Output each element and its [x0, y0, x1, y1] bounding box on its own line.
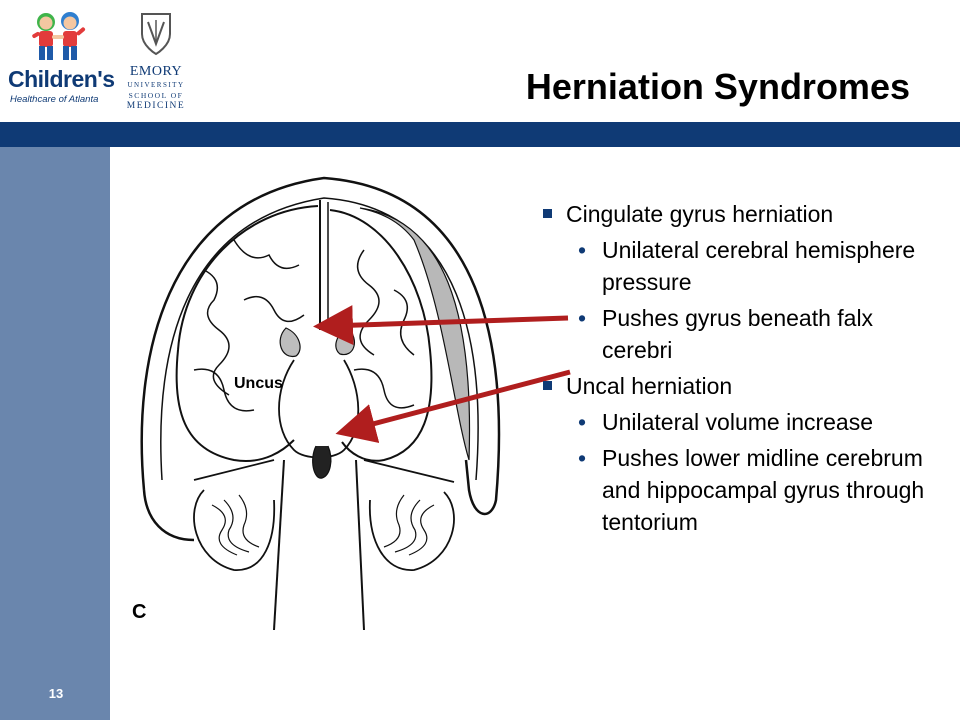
dot-bullet-icon: •	[578, 409, 587, 435]
bullet-list: Cingulate gyrus herniation • Unilateral …	[540, 198, 940, 542]
square-bullet-icon	[543, 209, 552, 218]
sub-bullet-text: Pushes lower midline cerebrum and hippoc…	[602, 445, 925, 535]
emory-shield-icon	[141, 13, 171, 56]
sub-bullet: • Pushes gyrus beneath falx cerebri	[540, 302, 940, 366]
bullet-text: Cingulate gyrus herniation	[566, 201, 834, 227]
sub-bullet: • Unilateral volume increase	[540, 406, 940, 438]
kids-mascot-icon	[32, 12, 86, 60]
sub-bullet: • Unilateral cerebral hemisphere pressur…	[540, 234, 940, 298]
childrens-subtitle: Healthcare of Atlanta	[10, 94, 99, 105]
page-number: 13	[48, 686, 64, 701]
header-rule	[0, 122, 960, 147]
sub-bullet-text: Unilateral cerebral hemisphere pressure	[602, 237, 916, 295]
slide-title: Herniation Syndromes	[525, 66, 910, 107]
sub-bullet: • Pushes lower midline cerebrum and hipp…	[540, 442, 940, 538]
brain-coronal-illustration: Uncus C	[124, 160, 544, 640]
emory-wordmark: EMORY	[129, 64, 183, 79]
childrens-logo: Children's Healthcare of Atlanta	[8, 8, 120, 112]
emory-medicine: MEDICINE	[126, 101, 186, 111]
emory-university: UNIVERSITY	[127, 81, 185, 89]
dot-bullet-icon: •	[578, 237, 587, 263]
left-sidebar-band	[0, 147, 110, 720]
dot-bullet-icon: •	[578, 305, 587, 331]
bullet-cingulate: Cingulate gyrus herniation	[540, 198, 940, 230]
panel-label: C	[132, 601, 146, 623]
dot-bullet-icon: •	[578, 445, 587, 471]
sub-bullet-text: Unilateral volume increase	[602, 409, 874, 435]
emory-school-of: SCHOOL OF	[128, 91, 184, 100]
sub-bullet-text: Pushes gyrus beneath falx cerebri	[602, 305, 874, 363]
bullet-text: Uncal herniation	[566, 373, 733, 399]
bullet-uncal: Uncal herniation	[540, 370, 940, 402]
emory-logo: EMORY UNIVERSITY SCHOOL OF MEDICINE	[124, 8, 188, 111]
square-bullet-icon	[543, 381, 552, 390]
uncus-label: Uncus	[234, 375, 283, 392]
childrens-wordmark: Children's	[8, 66, 115, 92]
brain-diagram-icon: Uncus C	[132, 176, 501, 631]
